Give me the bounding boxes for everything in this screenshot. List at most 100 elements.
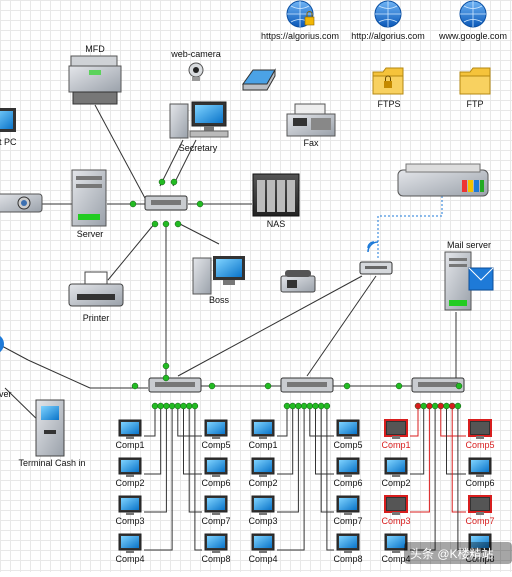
computer-icon[interactable] (251, 419, 275, 439)
comp-label: Comp5 (333, 440, 362, 450)
link-dot (196, 200, 204, 208)
comp-label: Comp8 (465, 554, 494, 564)
scanner-icon[interactable] (242, 68, 276, 91)
link-comp (144, 404, 173, 551)
computer-icon[interactable] (118, 495, 142, 515)
projector-icon[interactable] (0, 193, 43, 213)
server-icon[interactable] (71, 169, 107, 227)
port-dot (289, 402, 296, 410)
mail-server-icon[interactable] (444, 251, 494, 311)
link-comp (410, 404, 436, 551)
comp-label: Comp5 (465, 440, 494, 450)
lock-icon (384, 81, 392, 88)
link-comp (277, 404, 288, 437)
computer-icon[interactable] (384, 457, 408, 477)
left-node-icon[interactable] (0, 334, 4, 354)
computer-icon[interactable] (118, 457, 142, 477)
port-dot (295, 402, 302, 410)
plotter-icon[interactable] (397, 163, 489, 197)
port-dot (151, 402, 159, 410)
webcam-icon[interactable] (188, 62, 204, 81)
computer-icon[interactable] (468, 495, 492, 515)
computer-icon[interactable] (336, 495, 360, 515)
lock-icon (304, 16, 315, 26)
mail-server-label: Mail server (447, 240, 491, 250)
secretary-workstation-icon[interactable] (169, 101, 229, 139)
port-dot (317, 402, 325, 410)
watermark: 头条 @K楼精站 (404, 542, 512, 564)
computer-icon[interactable] (336, 419, 360, 439)
computer-icon[interactable] (384, 495, 408, 515)
link-hub-secretary2 (159, 139, 184, 187)
computer-icon[interactable] (118, 419, 142, 439)
computer-icon[interactable] (336, 533, 360, 553)
link-comp (277, 404, 305, 551)
left-edge-label: ver (0, 389, 12, 399)
fax-icon[interactable] (286, 103, 336, 137)
link-comp (457, 404, 466, 551)
computer-icon[interactable] (204, 419, 228, 439)
link-comp (410, 404, 425, 475)
switch-1[interactable] (148, 377, 202, 393)
cash-terminal-icon[interactable] (35, 399, 65, 457)
computer-icon[interactable] (204, 457, 228, 477)
port-dot (191, 402, 199, 410)
hub-upper[interactable] (144, 195, 188, 211)
boss-label: Boss (209, 295, 230, 305)
computer-icon[interactable] (384, 419, 408, 439)
nas-icon[interactable] (252, 173, 300, 217)
computer-icon[interactable] (118, 533, 142, 553)
port-dot (163, 402, 170, 410)
link-comp (194, 404, 202, 551)
comp-label: Comp2 (115, 478, 144, 488)
computer-icon[interactable] (204, 533, 228, 553)
computer-icon[interactable] (384, 533, 408, 553)
computer-icon[interactable] (251, 457, 275, 477)
wireless-router-icon[interactable] (359, 241, 393, 275)
computer-icon[interactable] (468, 533, 492, 553)
mfd-icon[interactable] (68, 55, 122, 105)
computer-icon[interactable] (251, 495, 275, 515)
comp-label: Comp8 (201, 554, 230, 564)
computer-icon[interactable] (468, 419, 492, 439)
ftp-folder-icon[interactable] (459, 67, 491, 95)
boss-workstation-icon[interactable] (192, 256, 245, 295)
switch-2[interactable] (280, 377, 334, 393)
left-pc-icon[interactable] (0, 108, 16, 132)
computer-icon[interactable] (204, 495, 228, 515)
globe-icon-1[interactable] (286, 0, 315, 28)
phone-icon[interactable] (280, 270, 316, 293)
link-comp (326, 404, 334, 551)
comp-label: Comp4 (248, 554, 277, 564)
link-dot (131, 382, 139, 390)
server-label: Server (77, 229, 104, 239)
link-comp (309, 404, 334, 437)
globe-icon-2[interactable] (374, 0, 402, 28)
computer-icon[interactable] (468, 457, 492, 477)
printer-icon[interactable] (68, 271, 124, 307)
switch-3[interactable] (411, 377, 465, 393)
link-router-hub2 (306, 275, 377, 377)
link-comp (277, 404, 294, 475)
link-dot (343, 382, 351, 390)
link-dot (158, 178, 166, 186)
ftps-folder-icon[interactable] (372, 67, 404, 95)
port-dot (157, 402, 164, 410)
port-dot (454, 402, 462, 410)
port-dot (168, 402, 176, 410)
url-label-2: http://algorius.com (351, 31, 425, 41)
port-dot (283, 402, 291, 410)
comp-label: Comp3 (381, 516, 410, 526)
link-dot (455, 382, 463, 390)
link-left-a (0, 344, 29, 361)
link-hub-secretary (172, 139, 197, 187)
port-dot (306, 402, 314, 410)
computer-icon[interactable] (336, 457, 360, 477)
link-dot (162, 220, 170, 228)
terminal-label: Terminal Cash in (18, 458, 85, 468)
computer-icon[interactable] (251, 533, 275, 553)
globe-icon-3[interactable] (459, 0, 487, 28)
comp-label: Comp4 (381, 554, 410, 564)
